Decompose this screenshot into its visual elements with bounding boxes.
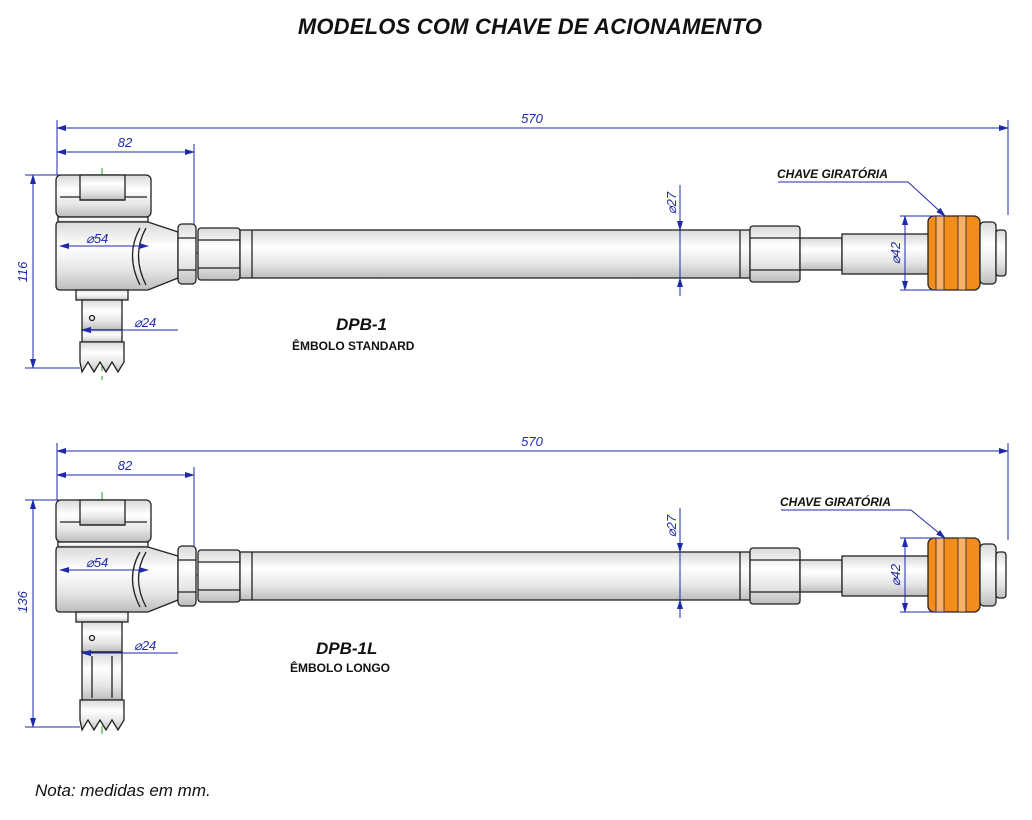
swivel-coupling bbox=[841, 215, 1007, 291]
dim-tube-dia-label: ⌀27 bbox=[664, 514, 679, 537]
right-fitting bbox=[749, 547, 843, 605]
dim-head-length-label: 82 bbox=[118, 135, 133, 150]
hex-nut-left bbox=[177, 223, 241, 285]
page-title: MODELOS COM CHAVE DE ACIONAMENTO bbox=[297, 14, 763, 39]
dim-swivel-dia-label: ⌀42 bbox=[888, 241, 903, 264]
drawing-dpb-1: 570 82 116 bbox=[15, 111, 1009, 380]
hex-nut-left bbox=[177, 545, 241, 607]
callout-swivel-label: CHAVE GIRATÓRIA bbox=[780, 494, 891, 509]
drawing-dpb-1l: 570 82 136 bbox=[15, 434, 1009, 738]
pump-head bbox=[55, 174, 179, 374]
dim-total-length-label: 570 bbox=[521, 434, 543, 449]
dimension-plunger-diameter: ⌀24 bbox=[81, 638, 178, 656]
dimension-head-length: 82 bbox=[56, 458, 195, 548]
dimension-head-diameter: ⌀54 bbox=[59, 231, 149, 249]
dimension-head-diameter: ⌀54 bbox=[59, 555, 149, 573]
callout-swivel: CHAVE GIRATÓRIA bbox=[777, 166, 946, 217]
dim-swivel-dia-label: ⌀42 bbox=[888, 563, 903, 586]
dim-plunger-dia-label: ⌀24 bbox=[134, 315, 156, 330]
footnote: Nota: medidas em mm. bbox=[35, 781, 211, 800]
swivel-coupling bbox=[841, 537, 1007, 613]
dimension-tube-diameter: ⌀27 bbox=[664, 508, 683, 618]
dim-height-label: 136 bbox=[15, 590, 30, 612]
model-name: DPB-1 bbox=[336, 315, 387, 334]
dim-head-dia-label: ⌀54 bbox=[86, 555, 108, 570]
dimension-total-length: 570 bbox=[56, 111, 1009, 215]
tube bbox=[239, 551, 751, 601]
dim-head-length-label: 82 bbox=[118, 458, 133, 473]
dim-height-label: 116 bbox=[15, 261, 30, 282]
dimension-plunger-diameter: ⌀24 bbox=[81, 315, 178, 333]
tube bbox=[239, 229, 751, 279]
dim-tube-dia-label: ⌀27 bbox=[664, 191, 679, 214]
model-subtitle: ÊMBOLO STANDARD bbox=[292, 338, 415, 353]
dim-total-length-label: 570 bbox=[521, 111, 543, 126]
dim-head-dia-label: ⌀54 bbox=[86, 231, 108, 246]
callout-swivel-label: CHAVE GIRATÓRIA bbox=[777, 166, 888, 181]
pump-head bbox=[55, 499, 179, 732]
dimension-total-length: 570 bbox=[56, 434, 1009, 540]
right-fitting bbox=[749, 225, 843, 283]
model-subtitle: ÊMBOLO LONGO bbox=[290, 660, 390, 675]
dimension-head-length: 82 bbox=[56, 135, 195, 225]
dimension-height: 116 bbox=[15, 174, 80, 369]
model-name: DPB-1L bbox=[316, 639, 377, 658]
callout-swivel: CHAVE GIRATÓRIA bbox=[780, 494, 946, 539]
dim-plunger-dia-label: ⌀24 bbox=[134, 638, 156, 653]
dimension-height: 136 bbox=[15, 499, 80, 728]
dimension-tube-diameter: ⌀27 bbox=[664, 185, 683, 296]
